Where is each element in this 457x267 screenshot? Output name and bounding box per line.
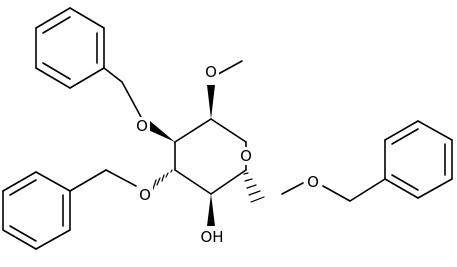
benzene-ring-top-left (35, 7, 105, 89)
atom-label-methoxy-o: O (205, 63, 217, 81)
atom-label-hydroxyl: OH (200, 228, 223, 246)
bond-ch2-o-c2 (121, 81, 142, 118)
wedge-c2-obenzyl (146, 121, 175, 142)
atom-label-c6-ether-o: O (307, 173, 319, 191)
wedge-c4-hydroxyl (207, 194, 215, 226)
wedge-c1-methoxy (207, 85, 215, 119)
bond-ch2-ring-right (349, 178, 386, 202)
atom-label-ring-o: O (240, 147, 252, 165)
bond-ch2-ring-bottom (69, 169, 107, 192)
pyranose-ring (174, 118, 247, 195)
hash-c3-obenzyl (152, 169, 173, 190)
bond-o-ch2-c3 (105, 169, 137, 187)
bond-benzyl-ch2-top (103, 67, 123, 83)
bond-c6-o (281, 182, 304, 195)
atom-label-c2-ether-o: O (136, 117, 148, 135)
hash-c5-ch2 (243, 172, 265, 203)
bond-o-ch2-c6 (322, 185, 351, 202)
benzene-ring-right (384, 120, 453, 199)
atom-label-c3-ether-o: O (139, 186, 151, 204)
benzene-ring-bottom-left (2, 171, 71, 250)
